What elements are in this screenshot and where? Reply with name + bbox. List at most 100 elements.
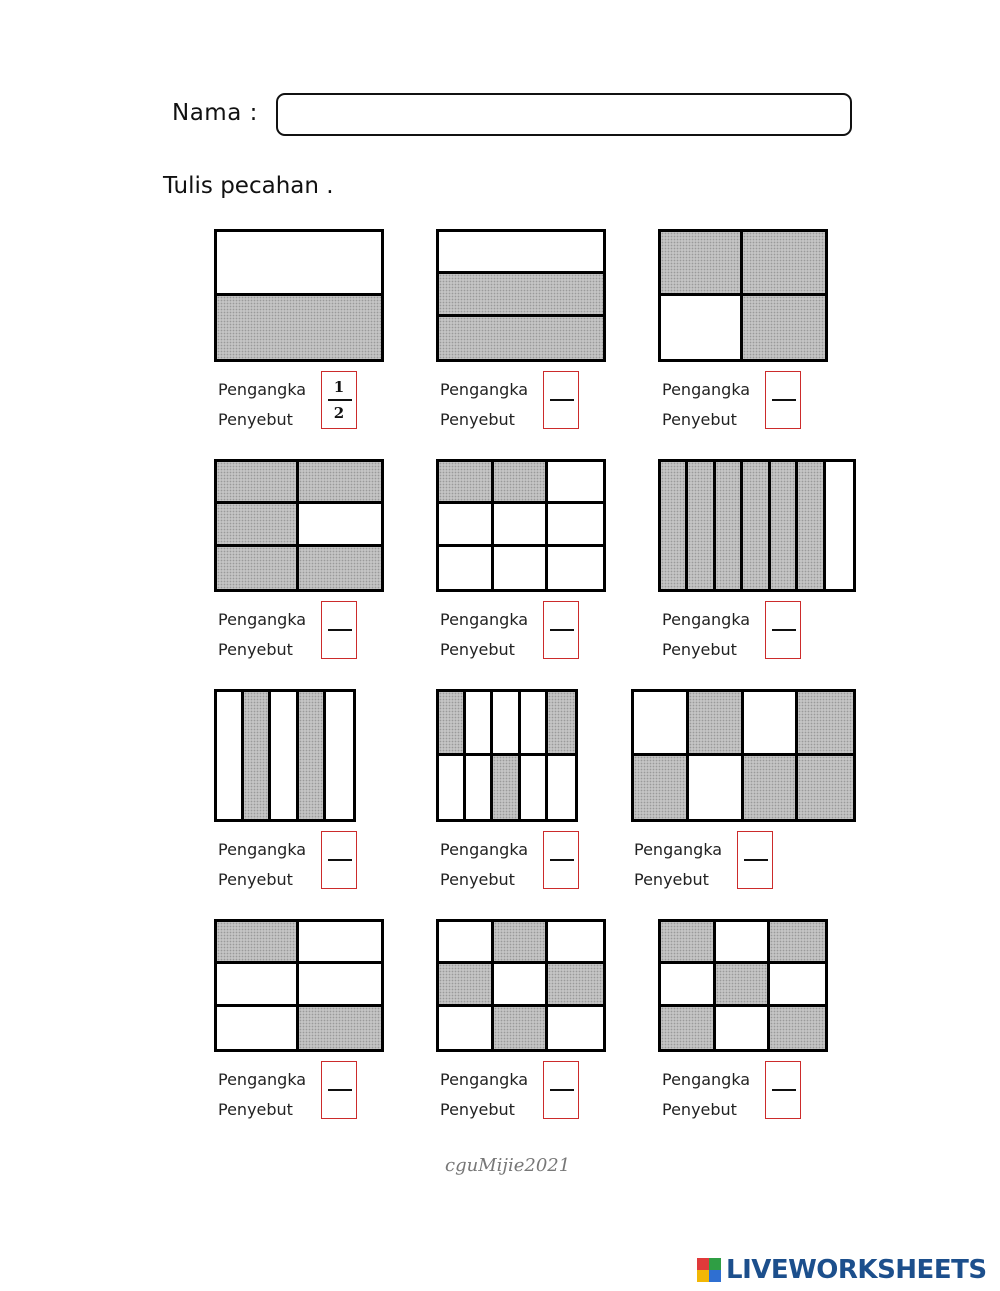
denominator-label: Penyebut [662, 640, 737, 659]
shaded-part [770, 1007, 825, 1049]
numerator-input[interactable] [770, 1067, 796, 1087]
shaded-part [494, 922, 548, 964]
unshaded-part [548, 462, 603, 504]
denominator-label: Penyebut [662, 410, 737, 429]
shaded-part [299, 547, 381, 589]
shaded-part [439, 462, 494, 504]
numerator-input[interactable] [548, 607, 574, 627]
denominator-input[interactable] [770, 403, 796, 423]
shaded-part [217, 547, 299, 589]
fraction-bar [550, 629, 574, 631]
numerator-input[interactable] [742, 837, 768, 857]
shaded-part [439, 317, 603, 359]
fraction-figure-4 [214, 459, 384, 592]
numerator-input[interactable] [326, 1067, 352, 1087]
denominator-input[interactable] [326, 1093, 352, 1113]
shaded-part [439, 692, 466, 756]
denominator-input[interactable] [548, 1093, 574, 1113]
numerator-label: Pengangka [218, 380, 307, 399]
denominator-input[interactable] [548, 863, 574, 883]
denominator-input[interactable] [548, 633, 574, 653]
denominator-input[interactable] [326, 633, 352, 653]
fraction-answer-box [321, 831, 357, 889]
unshaded-part [770, 964, 825, 1007]
numerator-label: Pengangka [440, 380, 529, 399]
unshaded-part [217, 692, 244, 819]
shaded-part [771, 462, 798, 589]
name-label: Nama : [172, 100, 258, 126]
unshaded-part [217, 232, 381, 296]
denominator-input[interactable] [742, 863, 768, 883]
numerator-input[interactable] [548, 1067, 574, 1087]
unshaded-part [494, 964, 548, 1007]
numerator-input[interactable] [326, 837, 352, 857]
fraction-bar [772, 399, 796, 401]
logo-square-blue [709, 1270, 721, 1282]
denominator-input[interactable] [326, 403, 352, 423]
denominator-label: Penyebut [662, 1100, 737, 1119]
unshaded-part [634, 692, 689, 756]
numerator-label: Pengangka [662, 610, 751, 629]
shaded-part [716, 964, 770, 1007]
unshaded-part [494, 547, 548, 589]
numerator-input[interactable] [326, 607, 352, 627]
shaded-part [494, 462, 548, 504]
denominator-label: Penyebut [440, 870, 515, 889]
liveworksheets-icon [697, 1258, 721, 1282]
shaded-part [299, 692, 326, 819]
numerator-input[interactable] [770, 377, 796, 397]
shaded-part [217, 504, 299, 547]
numerator-input[interactable] [548, 837, 574, 857]
unshaded-part [271, 692, 299, 819]
unshaded-part [217, 1007, 299, 1049]
shaded-part [743, 296, 825, 359]
shaded-part [744, 756, 798, 819]
unshaded-part [439, 756, 466, 819]
shaded-part [716, 462, 743, 589]
numerator-label: Pengangka [218, 610, 307, 629]
unshaded-part [466, 756, 493, 819]
unshaded-part [716, 1007, 770, 1049]
shaded-part [661, 462, 688, 589]
shaded-part [548, 964, 603, 1007]
logo-square-red [697, 1258, 709, 1270]
fraction-answer-box [765, 1061, 801, 1119]
fraction-bar [328, 859, 352, 861]
unshaded-part [521, 692, 548, 756]
unshaded-part [661, 296, 743, 359]
unshaded-part [548, 922, 603, 964]
unshaded-part [439, 547, 494, 589]
shaded-part [548, 692, 575, 756]
fraction-figure-3 [658, 229, 828, 362]
fraction-answer-box [543, 601, 579, 659]
fraction-bar [772, 629, 796, 631]
numerator-label: Pengangka [218, 840, 307, 859]
logo-square-yellow [697, 1270, 709, 1282]
denominator-input[interactable] [326, 863, 352, 883]
fraction-figure-12 [658, 919, 828, 1052]
numerator-input[interactable] [770, 607, 796, 627]
shaded-part [661, 922, 716, 964]
numerator-input[interactable] [326, 377, 352, 397]
shaded-part [439, 964, 494, 1007]
fraction-answer-box [321, 1061, 357, 1119]
fraction-figure-10 [214, 919, 384, 1052]
shaded-part [798, 756, 853, 819]
unshaded-part [439, 1007, 494, 1049]
denominator-label: Penyebut [440, 640, 515, 659]
fraction-answer-box [737, 831, 773, 889]
numerator-label: Pengangka [662, 380, 751, 399]
name-input[interactable] [276, 93, 852, 136]
fraction-bar [550, 1089, 574, 1091]
denominator-input[interactable] [770, 633, 796, 653]
denominator-input[interactable] [548, 403, 574, 423]
instruction-text: Tulis pecahan . [163, 173, 334, 199]
denominator-input[interactable] [770, 1093, 796, 1113]
unshaded-part [716, 922, 770, 964]
denominator-label: Penyebut [218, 870, 293, 889]
numerator-input[interactable] [548, 377, 574, 397]
fraction-answer-box [543, 831, 579, 889]
author-signature: cguMijie2021 [445, 1155, 571, 1176]
fraction-figure-7 [214, 689, 356, 822]
shaded-part [798, 692, 853, 756]
